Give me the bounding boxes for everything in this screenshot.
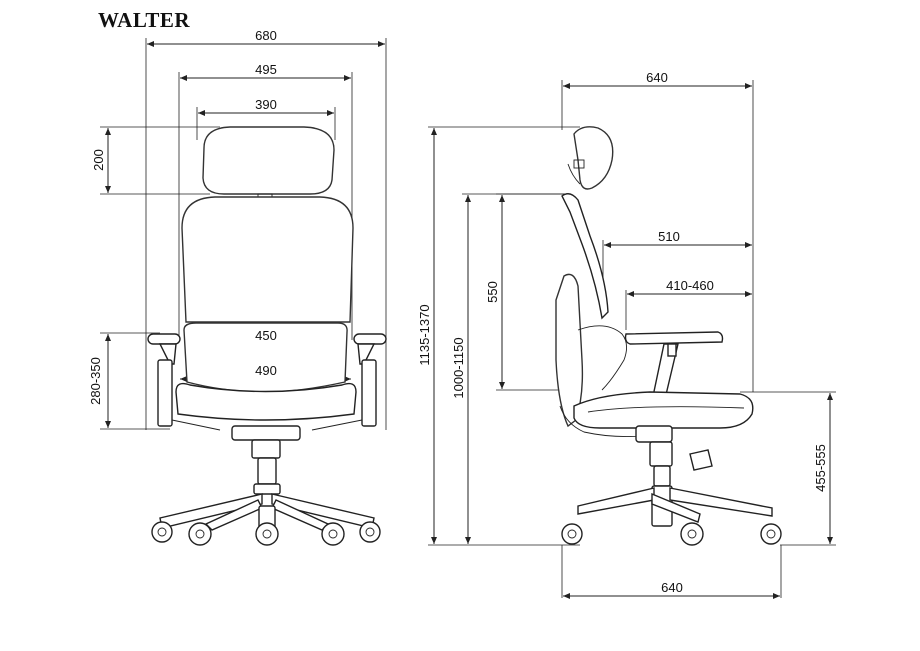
product-title: WALTER: [98, 8, 191, 32]
dim-total-height: 1135-1370: [417, 304, 432, 365]
caster-front-4: [321, 522, 345, 546]
dim-armrest-height: 280-350: [88, 357, 103, 405]
side-view: 640 1135-1370 1000-1150 550 510 410-460 …: [417, 70, 836, 599]
dim-headrest-width: 390: [255, 97, 277, 112]
dim-headrest-height: 200: [91, 149, 106, 171]
caster-side-2: [680, 522, 704, 546]
dim-base-depth: 640: [661, 580, 683, 595]
dim-depth-top: 640: [646, 70, 668, 85]
dim-seat-depth: 510: [658, 229, 680, 244]
dim-backrest-height: 550: [485, 281, 500, 303]
caster-side-1: [561, 523, 583, 545]
dim-overall-width: 680: [255, 28, 277, 43]
dim-backrest-width: 450: [255, 328, 277, 343]
caster-front-3: [255, 522, 279, 546]
dim-armrest-span: 495: [255, 62, 277, 77]
caster-front-2: [188, 522, 212, 546]
dim-seat-depth-adjust: 410-460: [666, 278, 714, 293]
caster-side-3: [760, 523, 782, 545]
dim-height-without-headrest: 1000-1150: [451, 337, 466, 398]
caster-front-5: [359, 521, 381, 543]
caster-front-1: [151, 521, 173, 543]
front-view: 680 495 390 200 450 490 280-350: [88, 28, 387, 546]
dim-seat-height: 455-555: [813, 444, 828, 492]
dim-seat-width: 490: [255, 363, 277, 378]
